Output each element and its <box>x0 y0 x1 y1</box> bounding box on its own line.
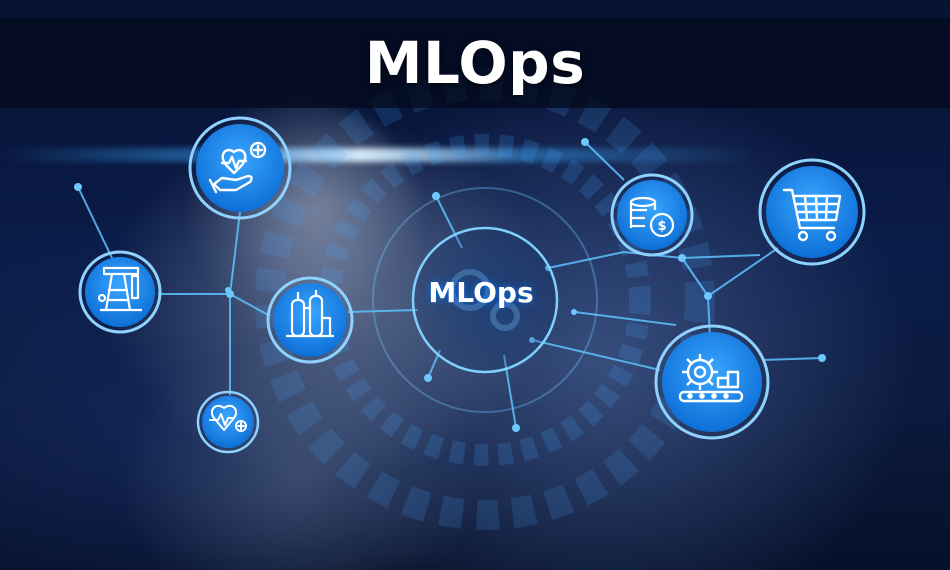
gear-conveyor-icon <box>678 354 744 403</box>
page-title: MLOps <box>364 29 586 97</box>
finance-node: $ <box>610 173 694 257</box>
oil-pump-icon <box>97 266 142 312</box>
title-band: MLOps <box>0 18 950 108</box>
retail-node <box>758 158 866 266</box>
hub-gear-icon <box>449 269 520 331</box>
manufacturing-node <box>654 324 770 440</box>
coins-dollar-icon: $ <box>629 196 675 238</box>
oil-rig-node <box>78 250 162 334</box>
healthcare-node <box>188 116 292 220</box>
shopping-cart-icon <box>782 188 842 242</box>
factory-node <box>266 276 354 364</box>
hub-node <box>411 226 559 374</box>
hub-label: MLOps <box>428 276 534 309</box>
svg-text:$: $ <box>657 219 666 234</box>
health-monitor-node <box>196 390 260 454</box>
hand-heart-icon <box>208 141 267 194</box>
chemical-plant-icon <box>286 290 334 338</box>
heartbeat-icon <box>209 404 247 432</box>
